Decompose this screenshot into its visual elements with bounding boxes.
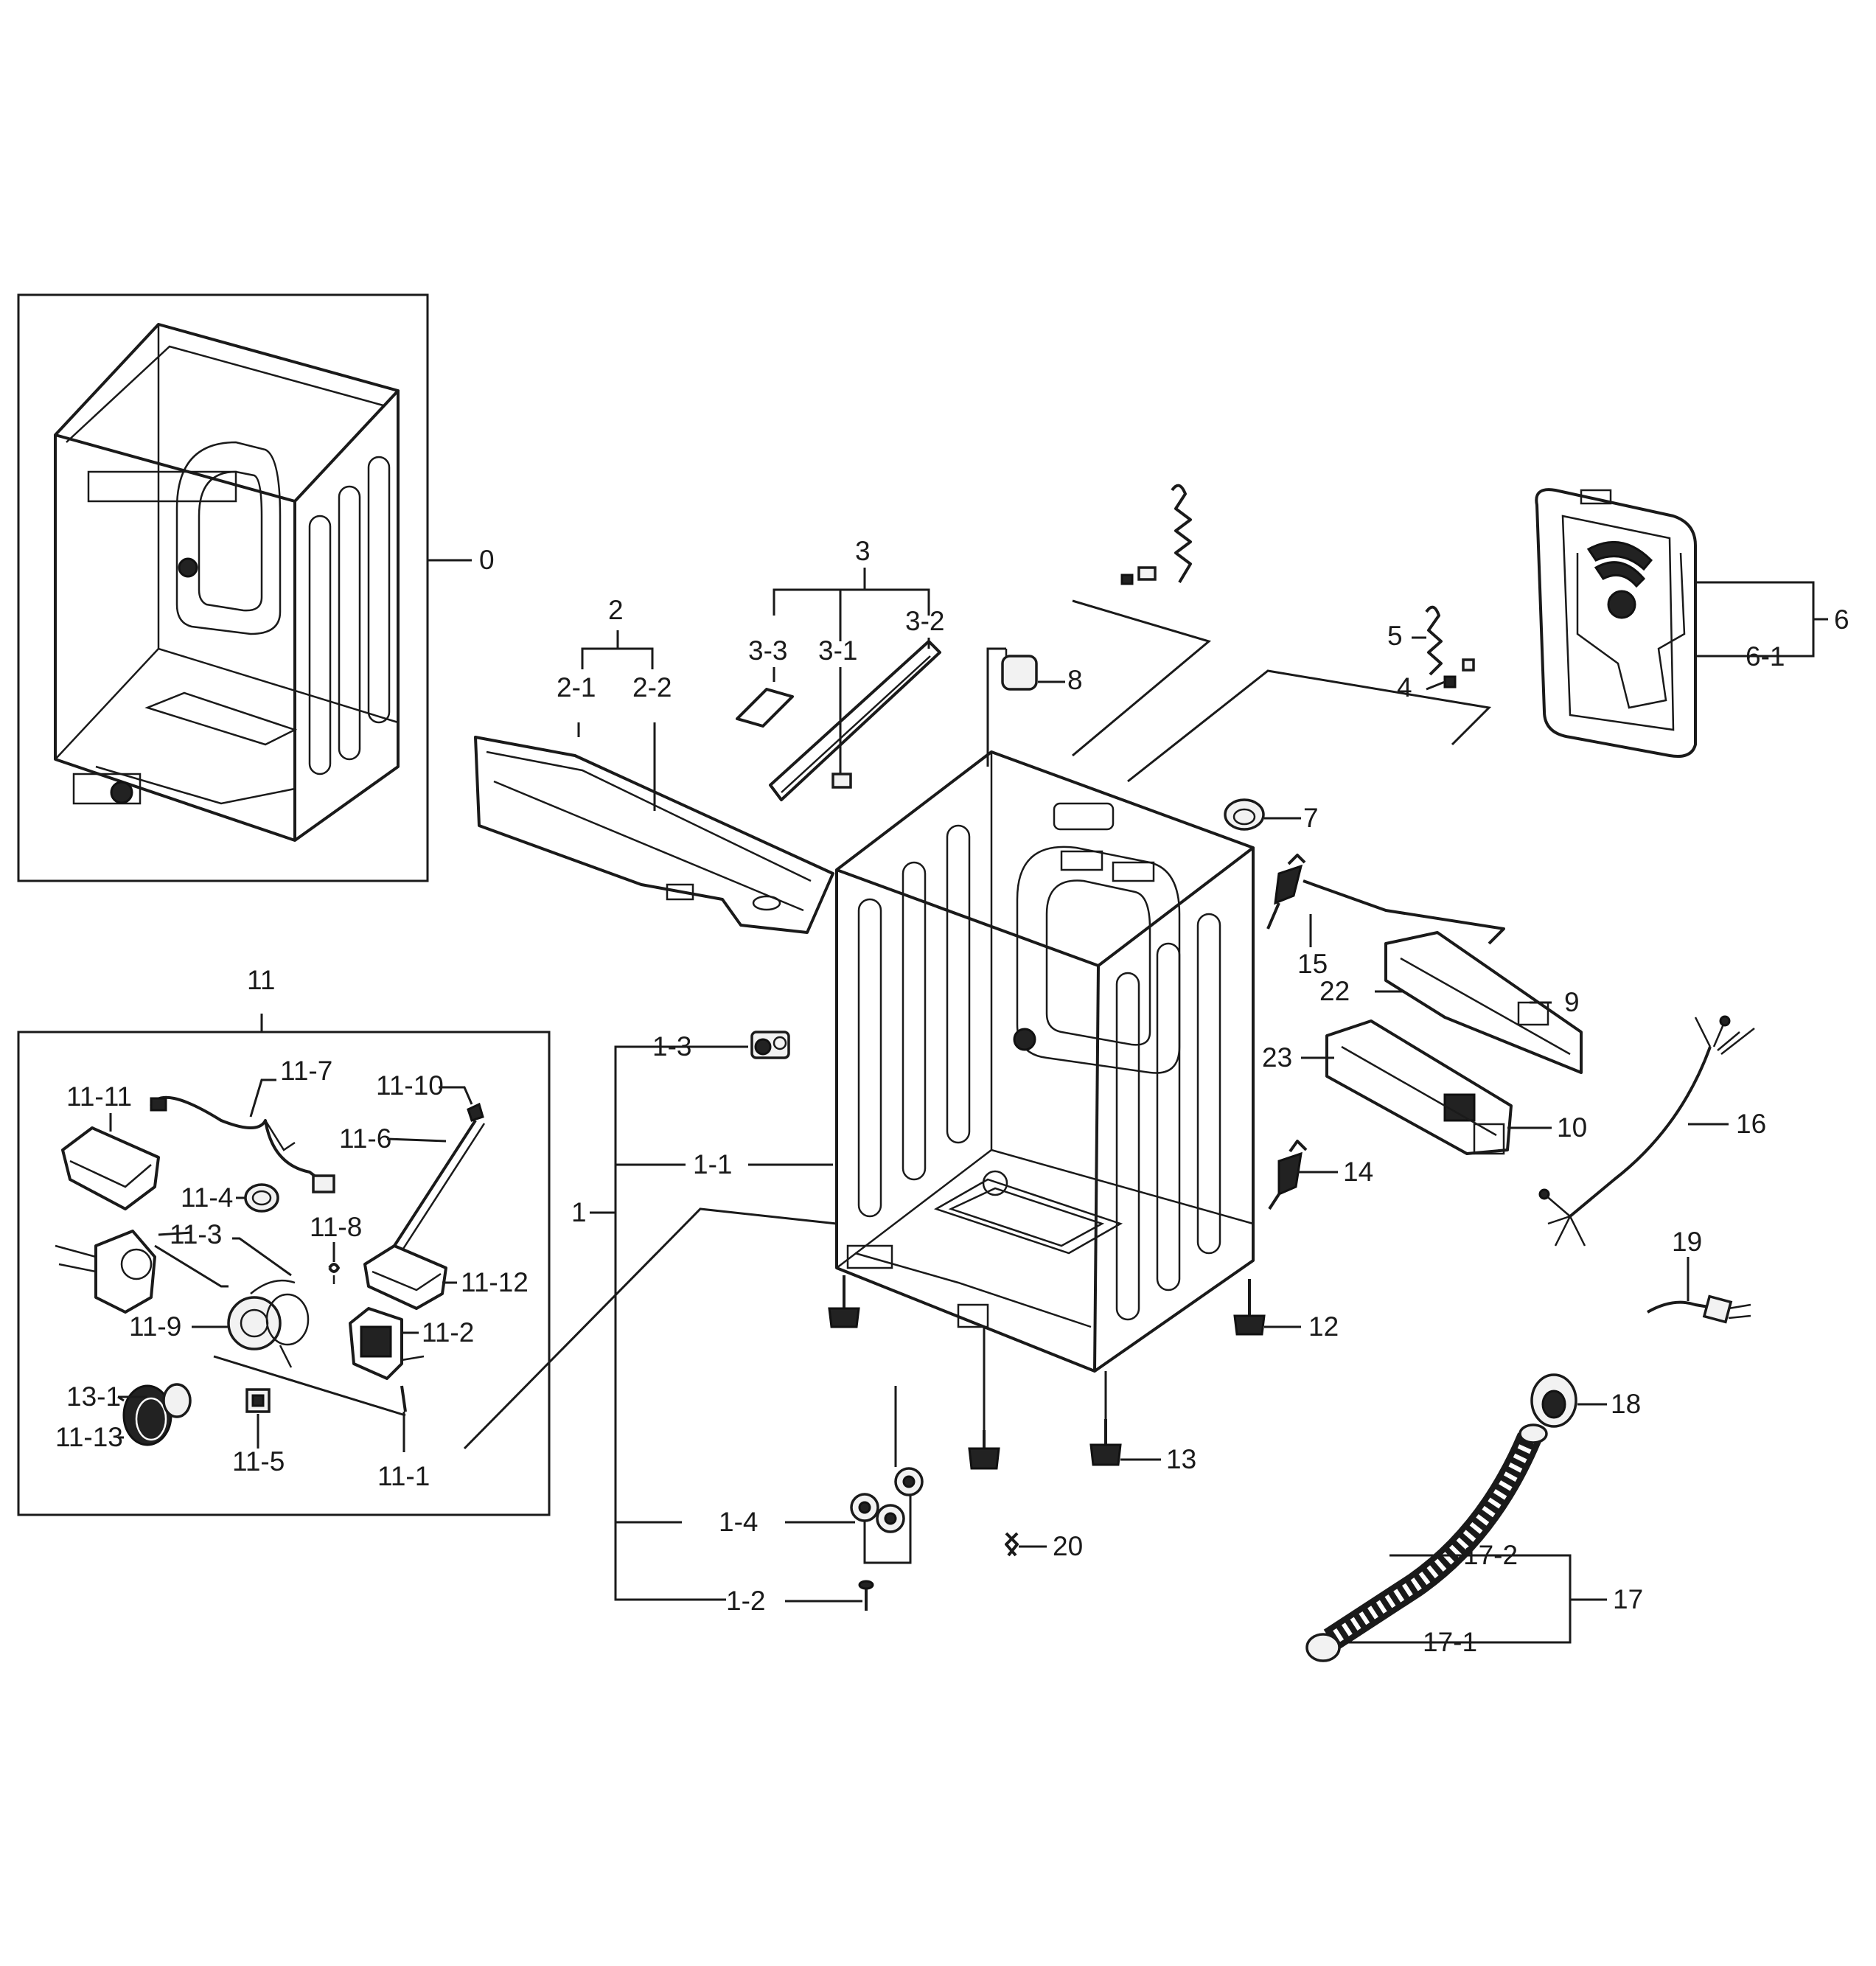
spring-top-leader — [1072, 599, 1212, 757]
label-11-9[interactable]: 11-9 — [129, 1311, 181, 1342]
cabinet-1-1-drawing[interactable] — [835, 750, 1255, 1373]
leader-lines — [109, 559, 1828, 1644]
label-11-4[interactable]: 11-4 — [181, 1182, 233, 1213]
label-6[interactable]: 6 — [1834, 604, 1849, 635]
label-10[interactable]: 10 — [1557, 1112, 1587, 1143]
label-11-1[interactable]: 11-1 — [377, 1461, 430, 1491]
clip-20-drawing[interactable] — [1005, 1532, 1019, 1557]
harness-11-7-drawing[interactable] — [150, 1095, 335, 1193]
leg-13-drawing[interactable] — [1089, 1371, 1122, 1466]
caps-1-4-drawing[interactable] — [850, 1386, 924, 1564]
spring-5-leader — [1127, 669, 1492, 783]
leg-12-drawing[interactable] — [1233, 1279, 1266, 1336]
label-1-4[interactable]: 1-4 — [719, 1507, 758, 1537]
damper-14-drawing[interactable] — [1268, 1140, 1308, 1210]
label-5[interactable]: 5 — [1387, 621, 1403, 651]
label-4[interactable]: 4 — [1397, 672, 1412, 703]
clip-11-8-drawing[interactable] — [328, 1263, 340, 1284]
label-3[interactable]: 3 — [855, 536, 871, 566]
cover-6-drawing[interactable] — [1535, 488, 1697, 758]
label-11[interactable]: 11 — [247, 965, 275, 995]
label-22[interactable]: 22 — [1319, 976, 1350, 1006]
label-17-1[interactable]: 17-1 — [1423, 1627, 1477, 1657]
label-6-1[interactable]: 6-1 — [1746, 641, 1785, 672]
label-11-7[interactable]: 11-7 — [280, 1056, 332, 1086]
pump-cover-11-12-drawing[interactable] — [363, 1244, 447, 1310]
label-0[interactable]: 0 — [479, 545, 495, 575]
screw-1-2-drawing[interactable] — [858, 1580, 874, 1611]
label-2-1[interactable]: 2-1 — [557, 672, 596, 703]
label-20[interactable]: 20 — [1053, 1531, 1083, 1561]
pump-cover-11-11-drawing[interactable] — [61, 1126, 160, 1210]
spring-5-drawing[interactable] — [1425, 605, 1475, 689]
label-14[interactable]: 14 — [1343, 1157, 1373, 1187]
label-9[interactable]: 9 — [1564, 987, 1580, 1017]
label-7[interactable]: 7 — [1303, 803, 1319, 833]
damper-15-drawing[interactable] — [1266, 854, 1505, 945]
label-11-10[interactable]: 11-10 — [376, 1070, 444, 1101]
label-3-3[interactable]: 3-3 — [748, 635, 787, 666]
leg-13-a-drawing[interactable] — [968, 1327, 1000, 1470]
label-11-8[interactable]: 11-8 — [310, 1212, 362, 1242]
cabinet-assembly-box — [17, 293, 429, 882]
label-11-12[interactable]: 11-12 — [461, 1267, 529, 1297]
label-11-5[interactable]: 11-5 — [232, 1446, 285, 1477]
pump-motor-11-3-drawing[interactable] — [55, 1230, 156, 1314]
label-18[interactable]: 18 — [1611, 1389, 1641, 1419]
label-3-1[interactable]: 3-1 — [818, 635, 857, 666]
label-1-1[interactable]: 1-1 — [693, 1149, 732, 1179]
label-13-1[interactable]: 13-1 — [66, 1381, 121, 1412]
label-1[interactable]: 1 — [571, 1197, 587, 1227]
pump-housing-11-9-drawing[interactable] — [227, 1279, 310, 1368]
bracket-9-drawing[interactable] — [1384, 931, 1583, 1074]
label-1-3[interactable]: 1-3 — [652, 1031, 691, 1062]
power-cord-19-drawing[interactable] — [1647, 1294, 1751, 1324]
label-3-2[interactable]: 3-2 — [905, 606, 944, 636]
frame-rail-2-drawing[interactable] — [474, 736, 834, 934]
label-23[interactable]: 23 — [1262, 1042, 1292, 1073]
rod-11-6-drawing[interactable] — [393, 1102, 486, 1249]
label-15[interactable]: 15 — [1297, 949, 1328, 979]
screw-11-1-drawing[interactable] — [400, 1385, 407, 1412]
label-13[interactable]: 13 — [1166, 1444, 1196, 1474]
drain-hose-17-drawing[interactable] — [1305, 1423, 1548, 1662]
pump-assembly-box — [17, 1014, 551, 1516]
label-12[interactable]: 12 — [1308, 1311, 1339, 1342]
cabinet-assembly-drawing[interactable] — [54, 323, 400, 842]
seal-11-4-drawing[interactable] — [244, 1183, 279, 1213]
label-1-2[interactable]: 1-2 — [726, 1586, 765, 1616]
pump-11-2-drawing[interactable] — [349, 1307, 425, 1380]
part-18-drawing[interactable] — [1530, 1373, 1577, 1428]
label-2[interactable]: 2 — [608, 595, 624, 625]
valve-1-3-drawing[interactable] — [750, 1031, 790, 1059]
label-11-6[interactable]: 11-6 — [339, 1123, 391, 1154]
leg-1-1-drawing[interactable] — [828, 1275, 860, 1328]
label-11-2[interactable]: 11-2 — [422, 1317, 474, 1348]
pcb-10-drawing[interactable] — [1325, 1019, 1513, 1155]
label-2-2[interactable]: 2-2 — [632, 672, 672, 703]
spring-top-drawing[interactable] — [1120, 484, 1192, 585]
part-labels: 0 2 2-1 2-2 3 3-3 3-1 3-2 8 5 4 6 6-1 7 … — [55, 536, 1849, 1657]
label-19[interactable]: 19 — [1672, 1227, 1702, 1257]
label-11-11[interactable]: 11-11 — [66, 1081, 132, 1112]
ring-7-drawing[interactable] — [1224, 798, 1265, 831]
harness-16-drawing[interactable] — [1538, 1015, 1755, 1247]
label-11-3[interactable]: 11-3 — [170, 1219, 222, 1249]
filter-11-13-drawing[interactable] — [122, 1383, 192, 1446]
label-8[interactable]: 8 — [1067, 665, 1083, 695]
bracket-3-1-drawing[interactable] — [769, 640, 941, 801]
capacitor-8-drawing[interactable] — [1001, 649, 1038, 691]
label-17[interactable]: 17 — [1613, 1584, 1643, 1614]
label-3-3-drawing[interactable] — [736, 688, 794, 728]
label-11-13[interactable]: 11-13 — [55, 1422, 123, 1452]
part-11-5-drawing[interactable] — [245, 1388, 271, 1413]
label-16[interactable]: 16 — [1736, 1109, 1766, 1139]
label-17-2[interactable]: 17-2 — [1463, 1540, 1518, 1570]
